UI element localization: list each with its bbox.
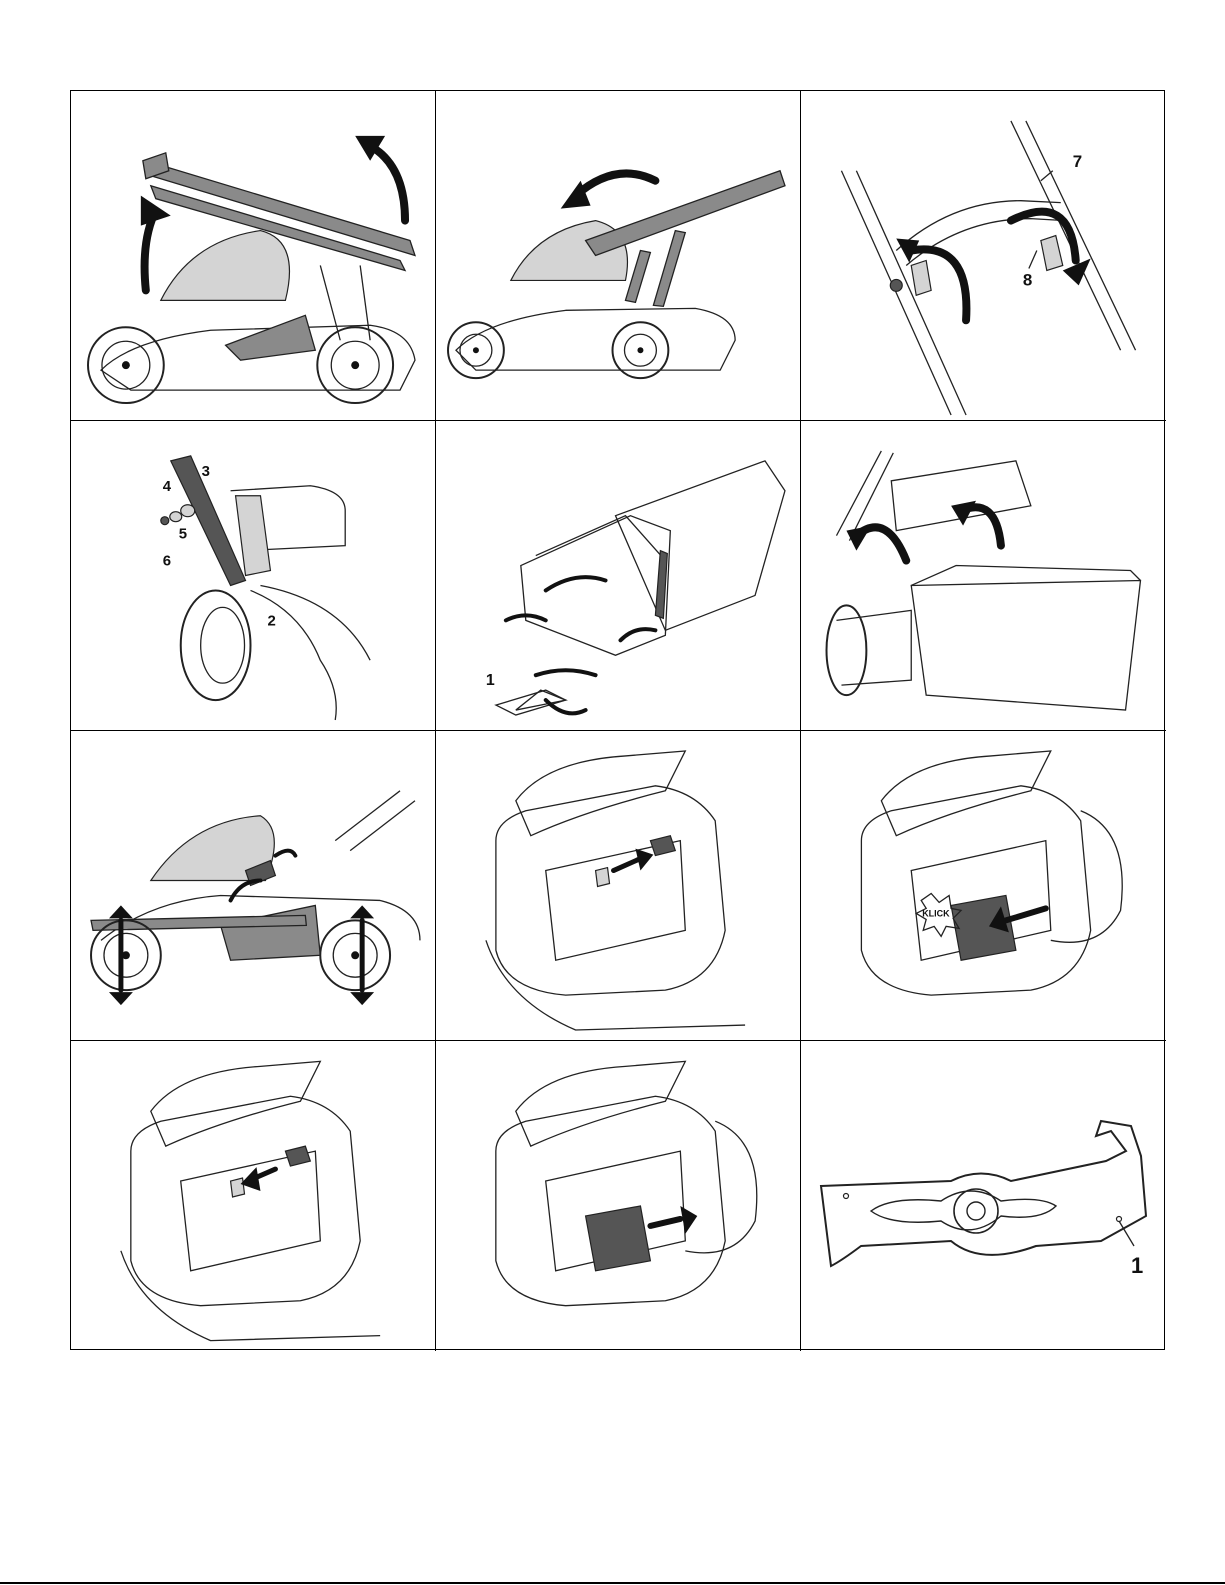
panel-tighten-knobs: 7 8: [801, 91, 1166, 421]
panel-raise-handle: [436, 91, 801, 421]
callout-2: 2: [267, 612, 275, 629]
panel-unfold-handle: [71, 91, 436, 421]
safety-key-remove-illustration: [71, 1041, 435, 1351]
bolt-assembly-illustration: 3 4 5 6 2: [71, 421, 435, 730]
handle-knob-illustration: 7 8: [801, 91, 1166, 420]
callout-4: 4: [163, 478, 172, 495]
page-bottom-rule: [0, 1582, 1225, 1584]
panel-remove-safety-key: [71, 1041, 436, 1351]
illustration-grid: 7 8 3 4 5 6 2: [70, 90, 1165, 1350]
cutting-height-illustration: [71, 731, 435, 1040]
panel-remove-battery: [436, 1041, 801, 1351]
safety-key-insert-illustration: [436, 731, 800, 1040]
callout-1-blade: 1: [1131, 1253, 1143, 1278]
battery-remove-illustration: [436, 1041, 800, 1351]
attach-bag-illustration: [801, 421, 1166, 730]
panel-handle-bolt-assembly: 3 4 5 6 2: [71, 421, 436, 731]
grass-bag-frame-illustration: 1: [436, 421, 800, 730]
panel-insert-battery: KLICK: [801, 731, 1166, 1041]
callout-1: 1: [486, 672, 495, 689]
klick-text: KLICK: [922, 908, 950, 918]
callout-5: 5: [179, 526, 187, 543]
battery-insert-illustration: KLICK: [801, 731, 1166, 1040]
panel-cutting-height: [71, 731, 436, 1041]
panel-attach-grass-bag: [801, 421, 1166, 731]
callout-8: 8: [1023, 270, 1032, 289]
callout-6: 6: [163, 553, 171, 570]
panel-insert-safety-key: [436, 731, 801, 1041]
callout-3: 3: [202, 463, 210, 480]
panel-blade: 1: [801, 1041, 1166, 1351]
mower-handle-fold-illustration: [71, 91, 435, 420]
mower-blade-illustration: 1: [801, 1041, 1166, 1351]
mower-handle-raise-illustration: [436, 91, 800, 420]
callout-7: 7: [1073, 152, 1082, 171]
panel-grass-bag-assembly: 1: [436, 421, 801, 731]
